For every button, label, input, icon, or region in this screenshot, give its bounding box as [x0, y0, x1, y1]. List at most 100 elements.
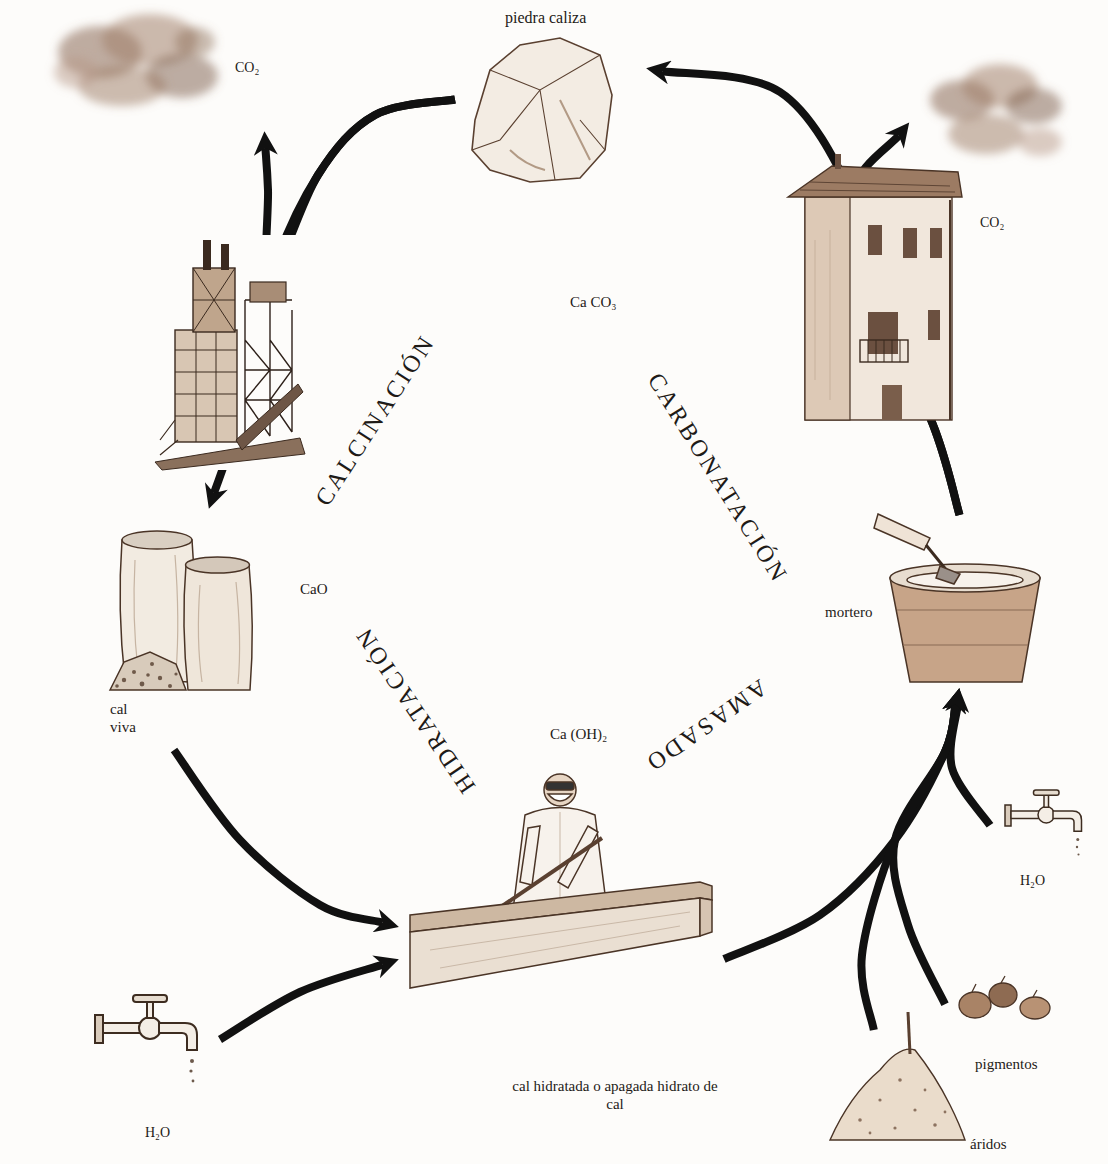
mortar-bucket: [874, 514, 1040, 682]
co2-cloud: [54, 14, 218, 106]
house: [788, 166, 962, 420]
lime-kiln-factory: [175, 330, 237, 442]
aggregate-pile: [830, 1049, 965, 1140]
node-label: cal viva: [110, 700, 152, 736]
limestone-rock: [472, 38, 612, 182]
pigment-bags: [959, 976, 1050, 1019]
mortar-bucket: [890, 578, 1040, 682]
co2-cloud: [175, 27, 215, 57]
mortar-node: mortero: [820, 515, 1045, 687]
stage-label: HIDRATACIÓN: [351, 622, 480, 797]
lime-kiln-factory: [155, 438, 305, 470]
house: [903, 228, 917, 258]
mortar-bucket: [936, 566, 960, 584]
quicklime-node: CaOcal viva: [105, 510, 335, 750]
aggregate-pile: [878, 1098, 881, 1101]
quicklime-sacks: [174, 672, 177, 675]
pigment-node: pigmentos: [945, 965, 1065, 1077]
aggregate-pile: [913, 1108, 916, 1111]
co2-cloud: [54, 56, 98, 88]
stage-label: CALCINACIÓN: [311, 330, 439, 509]
quicklime-sacks: [158, 676, 162, 680]
limestone-rock: [510, 100, 590, 170]
co2-cloud: [930, 64, 1062, 156]
node-label: cal hidratada o apagada hidrato de cal: [510, 1077, 720, 1113]
mortar-bucket: [897, 610, 1034, 645]
house: [860, 340, 908, 362]
flow-arrow: [214, 100, 455, 493]
quicklime-sacks: [168, 684, 172, 688]
node-label: áridos: [970, 1135, 1007, 1153]
lime-kiln-factory: [236, 384, 303, 450]
house: [805, 197, 952, 420]
node-label: pigmentos: [975, 1055, 1038, 1073]
lime-worker: [410, 898, 700, 988]
flow-arrow: [174, 750, 383, 923]
quicklime-sacks: [122, 678, 126, 682]
lime-kiln-factory: [150, 235, 305, 470]
lime-worker: [544, 774, 576, 806]
house: [882, 385, 902, 420]
node-label: mortero: [825, 603, 872, 621]
node-label: Ca (OH)₂: [550, 725, 607, 743]
aggregate-pile: [869, 1132, 872, 1135]
quicklime-sacks: [146, 673, 150, 677]
lime-worker: [700, 898, 712, 936]
aggregate-node: áridos: [820, 1030, 1035, 1158]
lime-worker: [548, 794, 572, 801]
co2-node: CO₂: [910, 55, 1075, 245]
lime-kiln-factory: [150, 235, 305, 470]
node-label: piedra caliza: [505, 8, 586, 27]
lime-worker: [410, 774, 712, 988]
flow-arrow: [861, 705, 955, 1030]
pigment-bags: [1020, 997, 1050, 1019]
lime-kiln-factory: [160, 420, 178, 455]
house: [800, 182, 955, 192]
quicklime-sacks: [110, 531, 252, 690]
limestone-rock: [472, 55, 605, 180]
quicklime-sacks: [110, 652, 186, 690]
quicklime-sacks: [122, 531, 192, 549]
aggregate-pile: [898, 1078, 902, 1082]
quicklime-sacks: [184, 565, 252, 690]
house: [868, 312, 898, 354]
water-node: H₂O: [85, 990, 220, 1155]
house: [949, 200, 951, 420]
mortar-bucket: [874, 514, 930, 550]
aggregate-pile: [858, 1118, 862, 1122]
house: [930, 228, 942, 258]
limestone-rock: [472, 38, 612, 182]
house: [788, 166, 962, 197]
pigment-bags: [989, 983, 1017, 1007]
lime-kiln-factory: [193, 268, 235, 332]
lime-kiln-factory: [175, 330, 237, 442]
house: [868, 340, 900, 362]
mortar-bucket: [907, 572, 1023, 588]
water-tap: [1005, 790, 1082, 856]
flow-arrow: [724, 705, 956, 959]
house: [815, 230, 830, 400]
node-label: Ca CO₃: [570, 293, 616, 311]
lime-worker: [520, 826, 540, 885]
node-label: H₂O: [1020, 873, 1045, 890]
lime-worker: [546, 782, 574, 790]
quicklime-sacks: [150, 662, 154, 666]
aggregate-pile: [908, 1012, 910, 1054]
aggregate-pile: [858, 1078, 946, 1134]
quicklime-sacks: [132, 670, 136, 674]
water-tap: [95, 995, 197, 1082]
lime-kiln-factory: [250, 282, 286, 302]
lime-worker: [560, 812, 561, 905]
stage-label: AMASADO: [641, 675, 771, 776]
house: [868, 225, 882, 255]
node-label: CO₂: [235, 60, 259, 77]
quicklime-sacks: [115, 662, 177, 688]
lime-worker: [558, 826, 598, 888]
house: [835, 154, 841, 169]
stage-label: CARBONATACIÓN: [644, 369, 793, 587]
co2-cloud: [1006, 88, 1062, 124]
aggregate-pile: [924, 1089, 927, 1092]
aggregate-pile: [893, 1126, 896, 1129]
